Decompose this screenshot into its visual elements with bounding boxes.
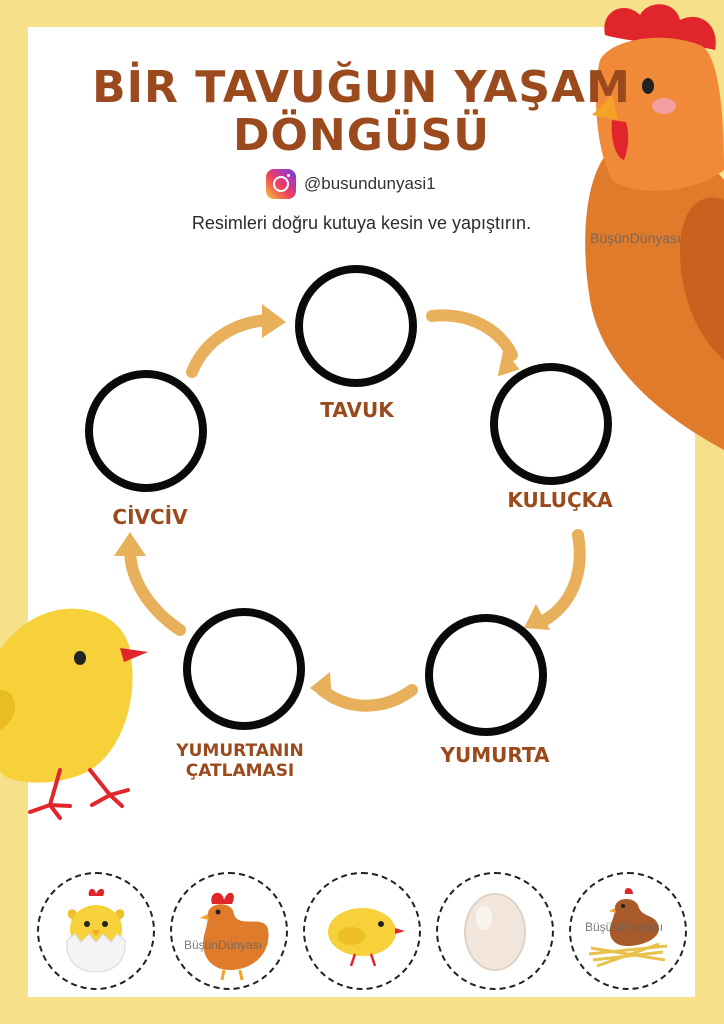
drop-circle-kulucka[interactable] bbox=[490, 363, 612, 485]
arrow-catlama-to-civciv bbox=[124, 544, 186, 636]
cutout-civciv-egg[interactable] bbox=[37, 872, 155, 990]
instagram-handle: @busundunyasi1 bbox=[304, 174, 436, 193]
hen-icon bbox=[200, 892, 269, 981]
social-handle: @busundunyasi1 bbox=[266, 168, 436, 200]
cutout-tavuk[interactable]: BüşünDünyası bbox=[170, 872, 288, 990]
page-title-line1: BİR TAVUĞUN YAŞAM bbox=[92, 62, 631, 113]
drop-circle-tavuk[interactable] bbox=[295, 265, 417, 387]
egg-icon bbox=[464, 893, 526, 971]
arrow-yumurta-to-catlama bbox=[316, 684, 418, 712]
chick-in-cracked-egg-icon bbox=[66, 888, 126, 973]
arrow-civciv-to-tavuk bbox=[186, 314, 274, 378]
label-kulucka: KULUÇKA bbox=[507, 488, 613, 512]
arrow-tavuk-to-kulucka bbox=[426, 309, 518, 361]
worksheet-sheet bbox=[28, 27, 695, 997]
chick-icon bbox=[328, 908, 405, 967]
page-title-line2: DÖNGÜSÜ bbox=[232, 110, 490, 161]
drop-circle-civciv[interactable] bbox=[85, 370, 207, 492]
label-yumurta: YUMURTA bbox=[440, 743, 550, 767]
arrow-kulucka-to-yumurta bbox=[539, 529, 586, 626]
drop-circle-catlama[interactable] bbox=[183, 608, 305, 730]
cutout-watermark: BüşünDünyası bbox=[184, 938, 263, 952]
arrow-heads bbox=[114, 304, 550, 704]
cutout-yumurta[interactable] bbox=[436, 872, 554, 990]
cutout-watermark: BüşünDünyası bbox=[585, 920, 664, 934]
watermark: BüşünDünyası bbox=[590, 230, 682, 246]
label-catlama: YUMURTANIN ÇATLAMASI bbox=[176, 741, 304, 781]
hen-on-nest-icon bbox=[588, 888, 668, 968]
instagram-icon bbox=[266, 169, 296, 199]
big-chick-icon bbox=[0, 608, 148, 820]
cutout-civciv[interactable] bbox=[303, 872, 421, 990]
big-hen-icon bbox=[585, 4, 724, 450]
label-tavuk: TAVUK bbox=[320, 398, 394, 422]
cutout-kulucka[interactable]: BüşünDünyası bbox=[569, 872, 687, 990]
label-civciv: CİVCİV bbox=[112, 505, 188, 529]
instruction-text: Resimleri doğru kutuya kesin ve yapıştır… bbox=[191, 213, 532, 233]
drop-circle-yumurta[interactable] bbox=[425, 614, 547, 736]
